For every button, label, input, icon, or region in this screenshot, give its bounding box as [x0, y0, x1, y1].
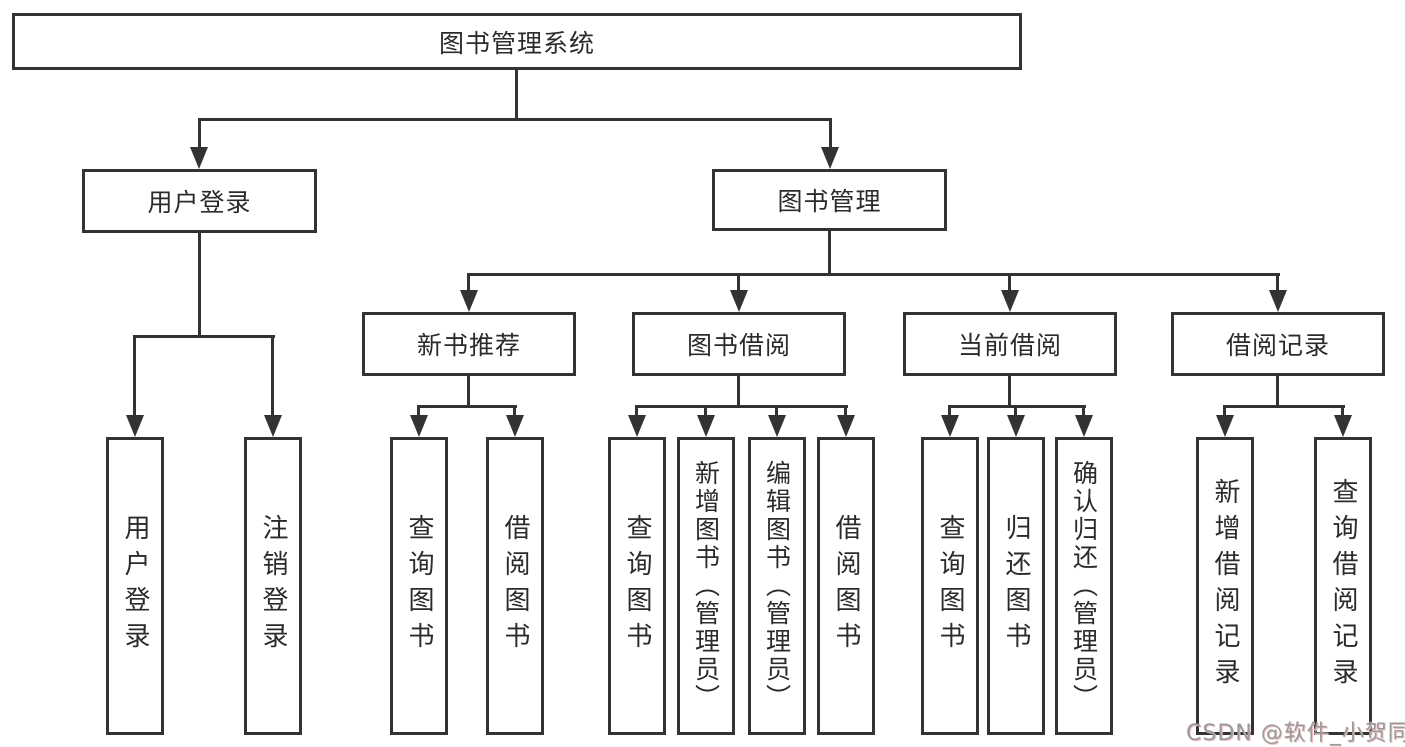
edge-to-new-book-stem	[467, 273, 470, 297]
arrow-to-borrow-records	[1269, 290, 1287, 312]
edge-book-borrow-hline	[635, 405, 848, 408]
arrow-to-leaf-add-record	[1216, 415, 1234, 437]
edge-leaf-stem	[1341, 405, 1344, 421]
edge-user-branch-hline	[133, 335, 275, 338]
arrow-to-leaf-confirm-return	[1075, 415, 1093, 437]
arrow-to-leaf-edit-book	[768, 415, 786, 437]
arrow-to-leaf-borrow-book	[837, 415, 855, 437]
edge-leaf-stem	[1082, 405, 1085, 421]
leaf-query-book-recommend: 查询图书	[390, 437, 448, 735]
edge-leaf-stem	[948, 405, 951, 421]
leaf-confirm-return-admin: 确认归还（管理员）	[1055, 437, 1113, 735]
edge-to-leaf-user-login-stem	[133, 335, 136, 419]
edge-current-borrow-hline	[948, 405, 1086, 408]
arrow-to-leaf-query-record	[1334, 415, 1352, 437]
edge-to-current-borrow-stem	[1008, 273, 1011, 297]
arrow-to-user-login	[190, 147, 208, 169]
arrow-to-leaf-borrow-book-recommend	[506, 415, 524, 437]
edge-leaf-stem	[1014, 405, 1017, 421]
arrow-to-leaf-logout	[264, 415, 282, 437]
arrow-to-book-borrow	[730, 290, 748, 312]
edge-root-stem	[515, 70, 518, 118]
node-book-management: 图书管理	[712, 169, 947, 231]
edge-new-book-stem	[467, 376, 470, 405]
leaf-query-borrow-record: 查询借阅记录	[1314, 437, 1372, 735]
arrow-to-leaf-query-book-borrow	[628, 415, 646, 437]
arrow-to-leaf-return-book	[1007, 415, 1025, 437]
edge-root-hline	[198, 118, 832, 121]
leaf-borrow-book: 借阅图书	[817, 437, 875, 735]
edge-leaf-stem	[704, 405, 707, 421]
edge-to-user-login-stem	[198, 118, 201, 152]
edge-leaf-stem	[513, 405, 516, 421]
leaf-user-login: 用户登录	[106, 437, 164, 735]
node-book-borrow: 图书借阅	[632, 312, 846, 376]
leaf-logout: 注销登录	[244, 437, 302, 735]
edge-to-book-borrow-stem	[737, 273, 740, 297]
leaf-query-book-borrow: 查询图书	[608, 437, 666, 735]
arrow-to-leaf-query-book-recommend	[410, 415, 428, 437]
arrow-to-new-book	[460, 290, 478, 312]
edge-user-branch-stem	[198, 233, 201, 335]
leaf-query-current-borrow: 查询图书	[921, 437, 979, 735]
edge-leaf-stem	[844, 405, 847, 421]
edge-new-book-hline	[417, 405, 517, 408]
edge-leaf-stem	[417, 405, 420, 421]
edge-to-borrow-records-stem	[1276, 273, 1279, 297]
edge-current-borrow-stem2	[1008, 376, 1011, 405]
leaf-add-book-admin: 新增图书（管理员）	[677, 437, 735, 735]
edge-leaf-stem	[635, 405, 638, 421]
leaf-edit-book-admin: 编辑图书（管理员）	[748, 437, 806, 735]
node-borrow-records: 借阅记录	[1171, 312, 1385, 376]
arrow-to-leaf-query-current	[941, 415, 959, 437]
edge-book-branch-hline	[467, 273, 1280, 276]
leaf-return-book: 归还图书	[987, 437, 1045, 735]
arrow-to-current-borrow	[1001, 290, 1019, 312]
leaf-borrow-book-recommend: 借阅图书	[486, 437, 544, 735]
arrow-to-leaf-user-login	[126, 415, 144, 437]
node-current-borrow: 当前借阅	[903, 312, 1117, 376]
edge-book-borrow-stem2	[737, 376, 740, 405]
node-new-book-recommend: 新书推荐	[362, 312, 576, 376]
arrow-to-leaf-add-book	[697, 415, 715, 437]
edge-to-book-mgmt-stem	[829, 118, 832, 152]
edge-leaf-stem	[775, 405, 778, 421]
edge-borrow-records-hline	[1223, 405, 1345, 408]
leaf-add-borrow-record: 新增借阅记录	[1196, 437, 1254, 735]
node-user-login: 用户登录	[82, 169, 317, 233]
csdn-watermark: CSDN @软件_小贺同学	[1186, 721, 1405, 746]
node-root-library-management-system: 图书管理系统	[12, 13, 1022, 70]
edge-to-leaf-logout-stem	[271, 335, 274, 419]
edge-leaf-stem	[1223, 405, 1226, 421]
edge-book-branch-stem	[828, 231, 831, 273]
edge-borrow-records-stem2	[1276, 376, 1279, 405]
arrow-to-book-mgmt	[821, 147, 839, 169]
